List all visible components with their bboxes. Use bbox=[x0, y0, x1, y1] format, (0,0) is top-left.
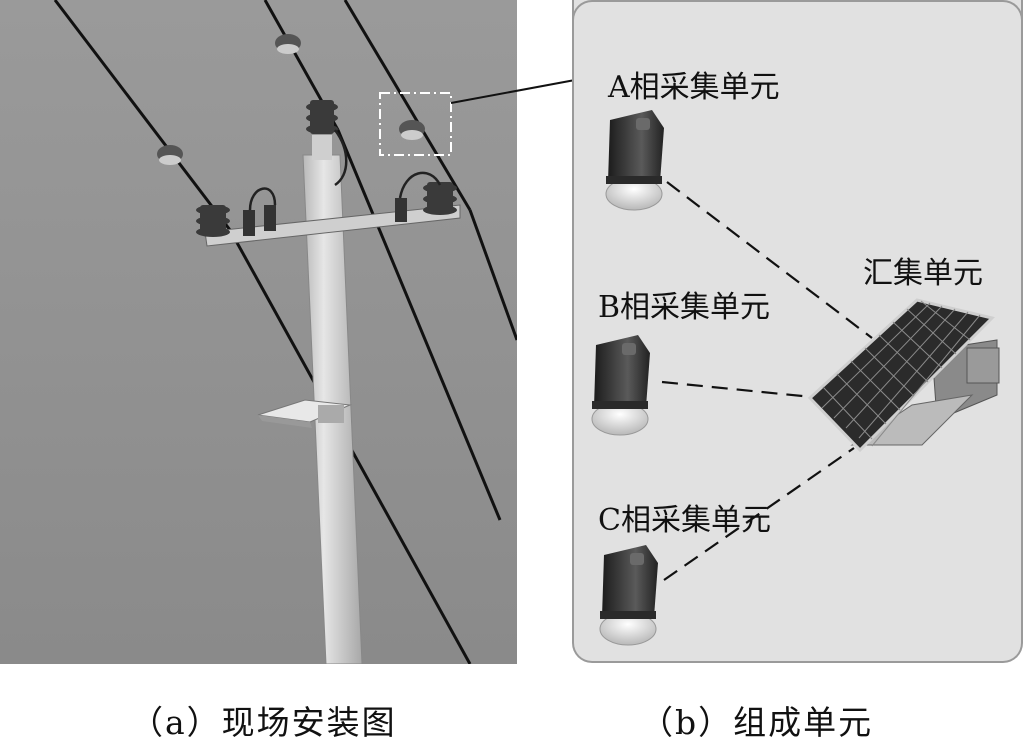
wireless-links bbox=[661, 181, 873, 581]
sky-background bbox=[0, 0, 517, 664]
jumper-wires bbox=[248, 129, 442, 211]
arrester-right bbox=[395, 198, 407, 222]
insulator-right bbox=[423, 182, 457, 215]
aggregation-unit-on-pole bbox=[257, 399, 352, 428]
phase-b-collection-unit bbox=[591, 335, 650, 436]
caption-b: （b）组成单元 bbox=[640, 703, 874, 742]
collection-unit-on-line bbox=[157, 145, 183, 165]
phase-b-label: B相采集单元 bbox=[598, 290, 771, 325]
highlight-box bbox=[379, 92, 452, 156]
aggregation-unit-label: 汇集单元 bbox=[863, 256, 983, 291]
collection-unit-on-line bbox=[275, 34, 301, 54]
phase-a-collection-unit bbox=[605, 110, 664, 211]
insulator-top bbox=[306, 100, 338, 134]
field-installation-photo bbox=[0, 0, 517, 664]
phase-a-label: A相采集单元 bbox=[608, 70, 780, 105]
insulator-left bbox=[196, 205, 230, 237]
arrester-left bbox=[243, 205, 276, 236]
collection-unit-on-line bbox=[399, 120, 425, 140]
aggregation-unit-solar-panel bbox=[807, 298, 1000, 453]
caption-a: （a）现场安装图 bbox=[130, 703, 397, 742]
pole-top bbox=[312, 135, 332, 160]
components-diagram bbox=[591, 110, 1000, 646]
phase-c-label: C相采集单元 bbox=[598, 503, 771, 538]
phase-c-collection-unit bbox=[599, 545, 658, 646]
